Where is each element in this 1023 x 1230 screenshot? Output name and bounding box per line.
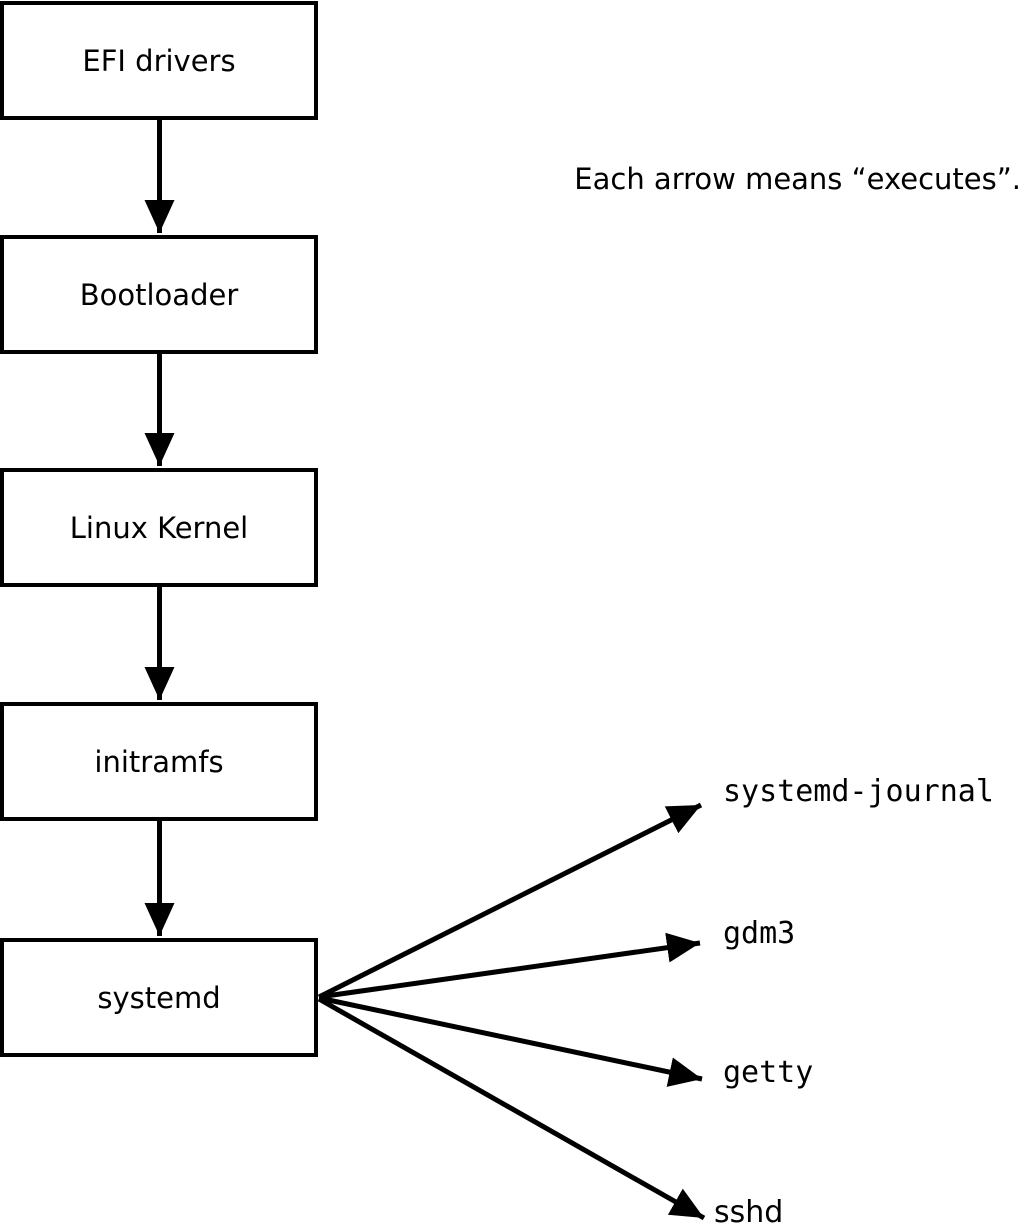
- edge-systemd-to-sshd: [317, 996, 706, 1221]
- edge-systemd-to-getty: [318, 995, 703, 1087]
- target-label-sshd: sshd: [714, 1195, 783, 1230]
- node-systemd: [0, 938, 318, 1057]
- node-initramfs: [0, 702, 318, 821]
- node-label-initramfs: initramfs: [94, 745, 223, 779]
- target-label-gdm3: gdm3: [723, 916, 795, 951]
- node-bootloader: [0, 235, 318, 354]
- edge-systemd-to-gdm3: [318, 932, 701, 1000]
- node-label-linux-kernel: Linux Kernel: [70, 511, 248, 545]
- note-text: Each arrow means “executes”.: [574, 162, 1021, 196]
- node-efi-drivers: [0, 1, 318, 120]
- target-label-systemd-journal: systemd-journal: [723, 774, 994, 809]
- node-label-bootloader: Bootloader: [80, 278, 239, 312]
- node-label-efi-drivers: EFI drivers: [82, 44, 235, 78]
- node-label-systemd: systemd: [97, 981, 220, 1015]
- node-linux-kernel: [0, 468, 318, 587]
- edge-systemd-to-journal: [317, 802, 703, 1000]
- target-label-getty: getty: [723, 1055, 813, 1090]
